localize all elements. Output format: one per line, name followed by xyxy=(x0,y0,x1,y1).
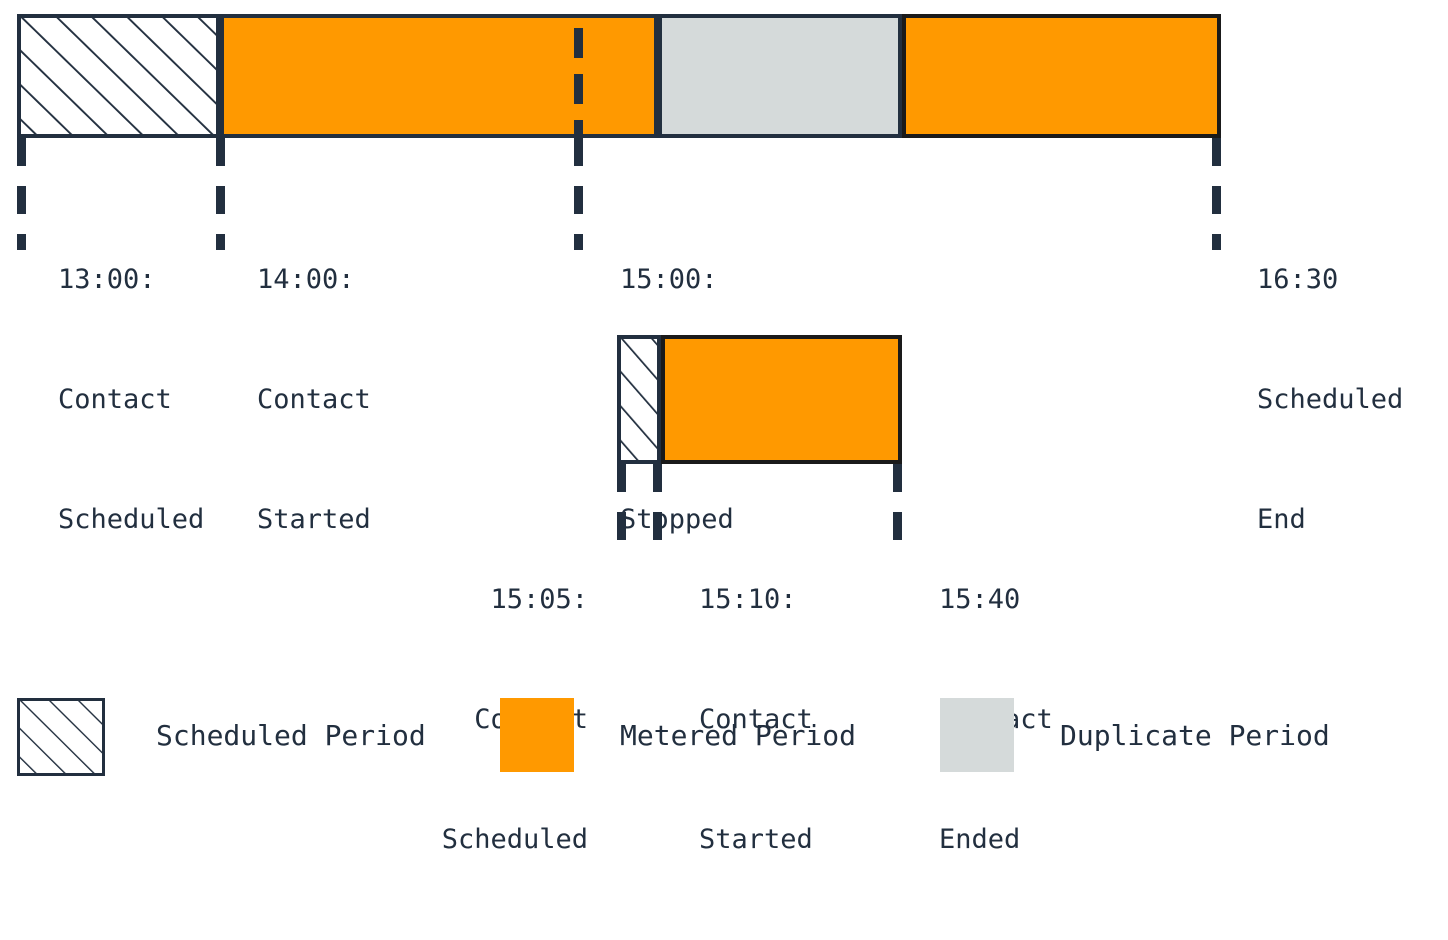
divider-contact-stopped xyxy=(574,28,583,138)
legend-item-metered-period: Metered Period xyxy=(500,690,920,800)
hatch-pattern-icon xyxy=(20,701,102,773)
marker-line2: Started xyxy=(699,824,813,855)
hatch-pattern-icon xyxy=(21,18,216,134)
tick-15-40 xyxy=(893,464,902,568)
marker-time: 15:00: xyxy=(620,264,718,295)
legend-label-scheduled-period: Scheduled Period xyxy=(156,719,426,752)
marker-line2: Scheduled xyxy=(58,504,205,535)
marker-line2: Started xyxy=(257,504,371,535)
marker-time: 14:00: xyxy=(257,264,355,295)
marker-label-16-30: 16:30 Scheduled End xyxy=(1257,180,1448,620)
segment-metered-period-2 xyxy=(902,14,1221,138)
hatch-pattern-icon xyxy=(621,339,657,460)
legend-swatch-duplicate-period xyxy=(940,698,1014,772)
segment-scheduled-period-2 xyxy=(617,335,661,464)
legend-swatch-scheduled-period xyxy=(17,698,105,776)
tick-15-00 xyxy=(574,138,583,250)
tick-16-30 xyxy=(1212,138,1221,250)
legend-item-duplicate-period: Duplicate Period xyxy=(940,690,1400,800)
marker-line1: Contact xyxy=(58,384,172,415)
legend: Scheduled Period Metered Period Duplicat… xyxy=(0,690,1448,800)
legend-label-metered-period: Metered Period xyxy=(620,719,857,752)
tick-14-00 xyxy=(216,138,225,250)
tick-15-10 xyxy=(653,464,662,568)
marker-line2: Scheduled xyxy=(441,824,588,855)
legend-item-scheduled-period: Scheduled Period xyxy=(17,690,457,800)
segment-metered-period-3 xyxy=(661,335,902,464)
tick-15-05 xyxy=(617,464,626,568)
timeline-secondary-bar xyxy=(617,335,902,464)
segment-metered-period-1 xyxy=(220,14,658,138)
segment-duplicate-period-1 xyxy=(658,14,902,138)
marker-line2: Ended xyxy=(939,824,1021,855)
timeline-primary-bar xyxy=(17,14,1221,138)
legend-label-duplicate-period: Duplicate Period xyxy=(1060,719,1330,752)
marker-time: 15:40 xyxy=(939,584,1021,615)
marker-label-14-00: 14:00: Contact Started xyxy=(257,180,437,620)
marker-time: 15:05: xyxy=(490,584,588,615)
timeline-diagram: 13:00: Contact Scheduled 14:00: Contact … xyxy=(0,14,1448,855)
marker-time: 13:00: xyxy=(58,264,156,295)
marker-time: 16:30 xyxy=(1257,264,1339,295)
marker-line2: Stopped xyxy=(620,504,734,535)
marker-line1: Scheduled xyxy=(1257,384,1404,415)
marker-time: 15:10: xyxy=(699,584,797,615)
marker-line2: End xyxy=(1257,504,1306,535)
tick-13-00 xyxy=(17,138,26,250)
marker-line1: Contact xyxy=(699,704,813,735)
legend-swatch-metered-period xyxy=(500,698,574,772)
segment-scheduled-period-1 xyxy=(17,14,220,138)
marker-label-13-00: 13:00: Contact Scheduled xyxy=(58,180,238,620)
marker-line1: Contact xyxy=(257,384,371,415)
